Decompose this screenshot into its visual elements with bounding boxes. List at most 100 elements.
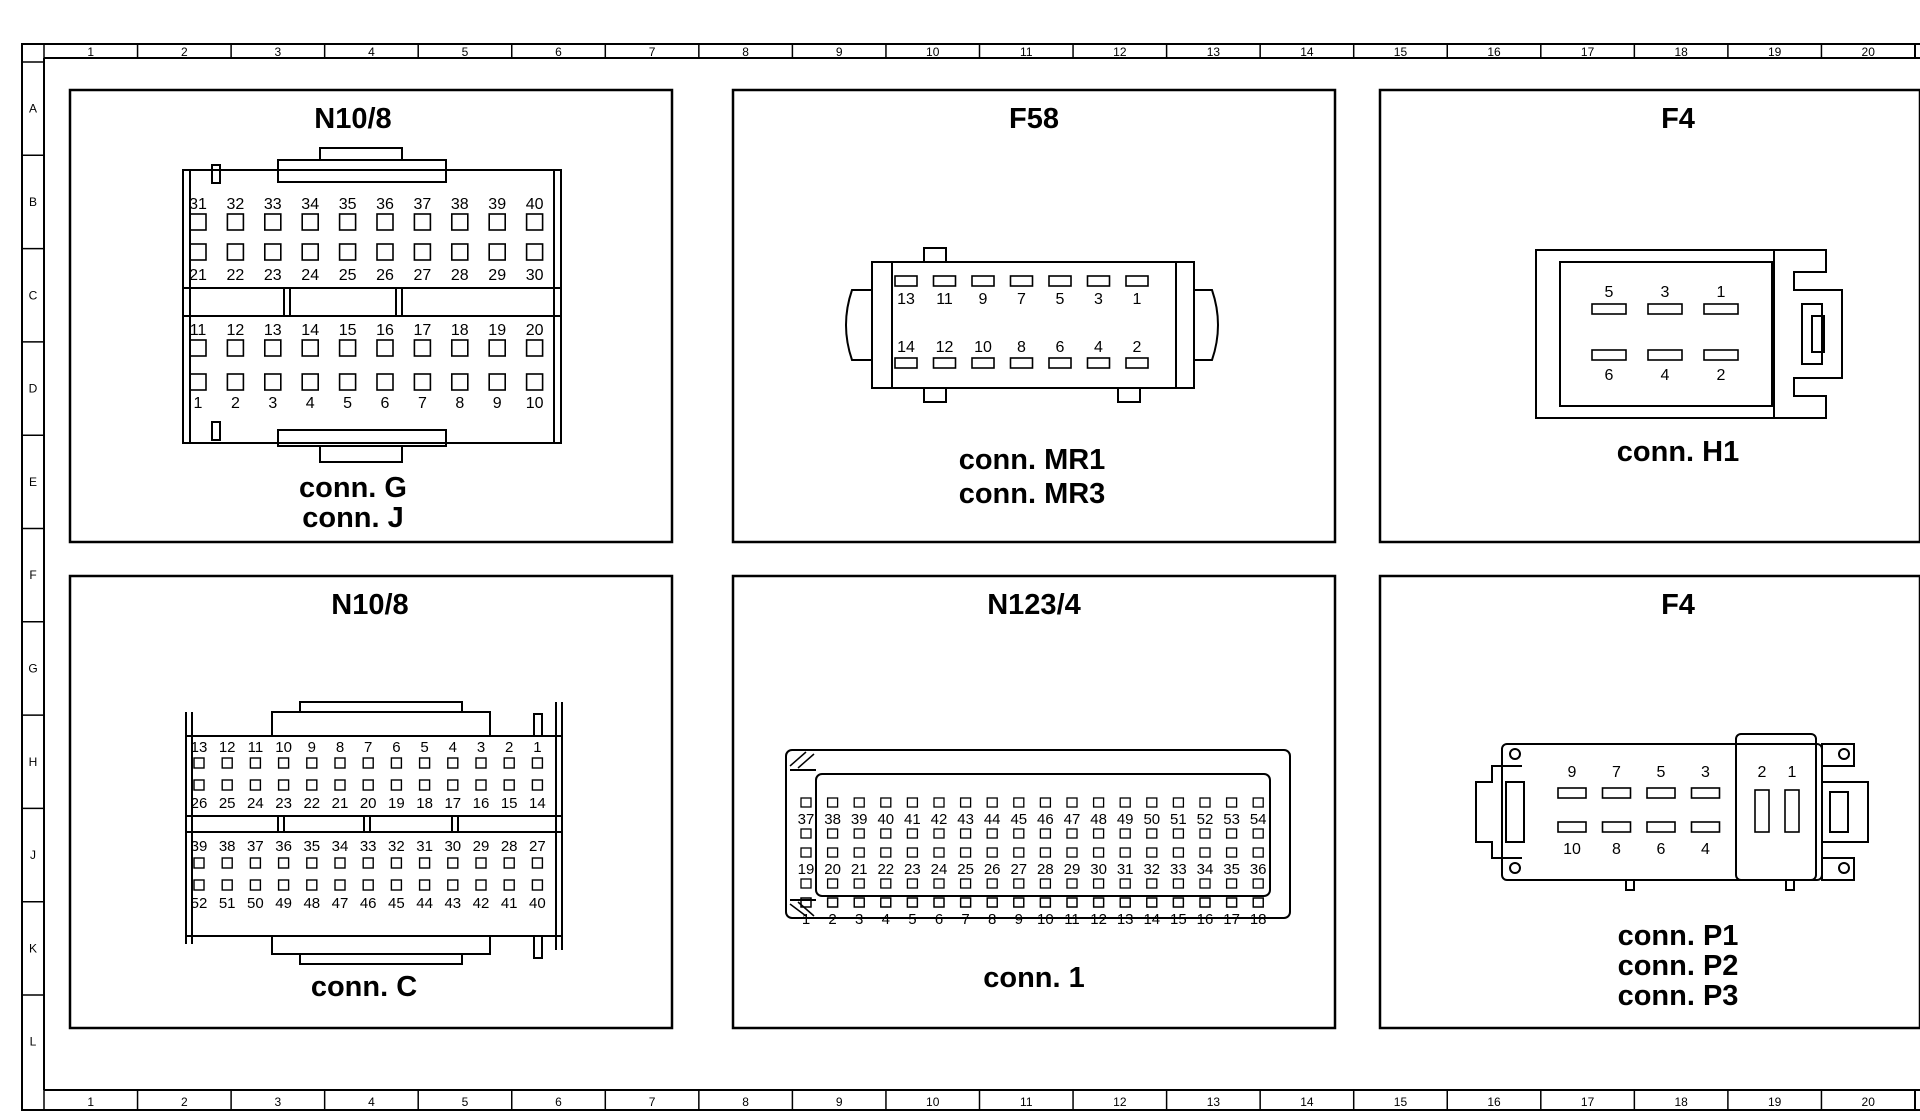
pin-socket (531, 779, 544, 791)
pin-socket (1225, 797, 1238, 808)
grid-column-label: 10 (926, 45, 940, 59)
pin-socket (503, 857, 515, 869)
pin-socket (525, 339, 544, 357)
pin-number: 19 (488, 322, 506, 339)
pin-socket (1252, 897, 1264, 908)
grid-column-label: 17 (1581, 1095, 1595, 1109)
pin-number: 41 (904, 811, 921, 828)
pin-socket (277, 779, 290, 791)
pin-socket (450, 339, 469, 357)
pin-socket (525, 243, 544, 261)
pin-number: 29 (488, 267, 506, 284)
pin-socket (390, 857, 403, 869)
pin-socket (894, 275, 918, 287)
pin-socket (277, 757, 290, 769)
pin-socket (413, 213, 432, 231)
pin-number: 7 (418, 395, 427, 412)
pin-number: 18 (451, 322, 469, 339)
pin-number: 4 (449, 739, 457, 756)
grid-row-label: J (30, 848, 36, 862)
pin-number: 9 (493, 395, 502, 412)
pin-socket (880, 797, 892, 808)
pin-number: 39 (488, 196, 506, 213)
pin-socket (1066, 847, 1078, 858)
pin-socket (906, 847, 919, 858)
pin-number: 8 (336, 739, 344, 756)
pin-socket (933, 797, 945, 808)
connector-label: conn. MR3 (959, 478, 1106, 510)
pin-number: 30 (444, 838, 461, 855)
pin-number: 37 (247, 838, 264, 855)
grid-column-label: 20 (1862, 45, 1876, 59)
pin-socket (906, 797, 919, 808)
pin-socket (1252, 828, 1264, 839)
pin-socket (390, 757, 403, 769)
pin-socket (933, 897, 945, 908)
pin-socket (826, 897, 839, 908)
pin-socket (488, 373, 507, 391)
grid-column-label: 12 (1113, 1095, 1127, 1109)
pin-number: 30 (1090, 861, 1107, 878)
pin-socket (376, 339, 394, 357)
grid-column-label: 14 (1300, 45, 1314, 59)
pin-number: 6 (1657, 841, 1666, 858)
pin-socket (959, 897, 972, 908)
pin-socket (334, 757, 346, 769)
pin-number: 31 (416, 838, 433, 855)
panel-title: N10/8 (331, 589, 408, 621)
grid-column-label: 2 (181, 45, 188, 59)
connector-outline (1475, 733, 1869, 891)
pin-socket (1703, 349, 1739, 361)
pin-socket (1039, 797, 1052, 808)
pin-number: 35 (1223, 861, 1240, 878)
grid-column-label: 9 (836, 1095, 843, 1109)
pin-number: 8 (1017, 339, 1026, 356)
grid-column-label: 15 (1394, 45, 1408, 59)
pin-number: 46 (1037, 811, 1054, 828)
pin-socket (1146, 897, 1158, 908)
pin-socket (933, 878, 945, 889)
pin-socket (447, 857, 459, 869)
pin-socket (826, 847, 839, 858)
pin-socket (362, 857, 374, 869)
pin-number: 13 (1117, 911, 1134, 928)
pin-number: 17 (444, 795, 461, 812)
pin-number: 26 (984, 861, 1001, 878)
pin-socket (1048, 275, 1072, 287)
pin-socket (1172, 797, 1185, 808)
pin-socket (1039, 847, 1052, 858)
pin-socket (249, 779, 262, 791)
pin-socket (334, 879, 346, 891)
pin-socket (986, 847, 998, 858)
grid-column-label: 4 (368, 45, 375, 59)
pin-socket (800, 878, 812, 889)
pin-socket (826, 878, 839, 889)
pin-number: 33 (1170, 861, 1187, 878)
connector-label: conn. J (302, 502, 404, 534)
pin-socket (800, 897, 812, 908)
pin-socket (1225, 828, 1238, 839)
pin-number: 15 (501, 795, 518, 812)
pin-socket (221, 879, 233, 891)
pin-socket (338, 213, 357, 231)
pin-socket (933, 828, 945, 839)
pin-socket (475, 757, 487, 769)
pin-number: 3 (1661, 284, 1670, 301)
pin-socket (986, 797, 998, 808)
panel-title: F4 (1661, 103, 1695, 135)
grid-column-label: 16 (1487, 1095, 1501, 1109)
pin-number: 2 (1717, 367, 1726, 384)
pin-socket (1092, 797, 1105, 808)
pin-socket (1199, 797, 1211, 808)
pin-number: 37 (798, 811, 815, 828)
pin-socket (853, 797, 865, 808)
pin-socket (1013, 828, 1025, 839)
pin-socket (447, 879, 459, 891)
connector-label: conn. P2 (1618, 950, 1739, 982)
pin-socket (503, 779, 515, 791)
